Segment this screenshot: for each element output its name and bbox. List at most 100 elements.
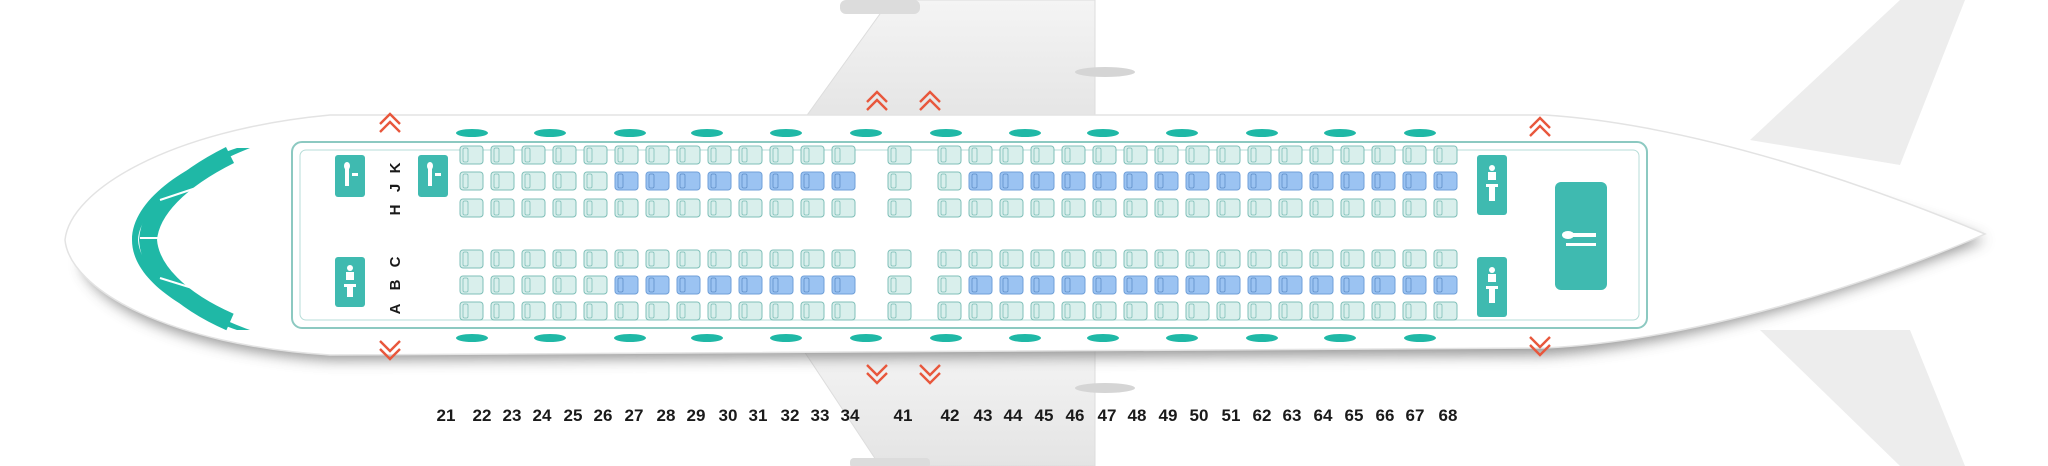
seat[interactable] (1185, 301, 1210, 321)
seat[interactable] (1123, 249, 1148, 269)
seat[interactable] (614, 301, 639, 321)
seat[interactable] (1247, 249, 1272, 269)
seat[interactable] (1433, 145, 1458, 165)
seat[interactable] (1216, 275, 1241, 295)
seat[interactable] (887, 198, 912, 218)
seat[interactable] (769, 301, 794, 321)
seat[interactable] (1154, 171, 1179, 191)
seat[interactable] (1185, 198, 1210, 218)
seat[interactable] (614, 275, 639, 295)
seat[interactable] (1185, 249, 1210, 269)
seat[interactable] (1061, 275, 1086, 295)
seat[interactable] (583, 249, 608, 269)
seat[interactable] (1309, 145, 1334, 165)
seat[interactable] (676, 198, 701, 218)
seat[interactable] (1092, 145, 1117, 165)
seat[interactable] (1092, 275, 1117, 295)
seat[interactable] (1371, 301, 1396, 321)
seat[interactable] (1340, 301, 1365, 321)
seat[interactable] (1061, 198, 1086, 218)
seat[interactable] (769, 275, 794, 295)
seat[interactable] (1278, 198, 1303, 218)
seat[interactable] (490, 275, 515, 295)
seat[interactable] (1340, 249, 1365, 269)
seat[interactable] (1371, 275, 1396, 295)
seat[interactable] (1154, 198, 1179, 218)
seat[interactable] (1123, 198, 1148, 218)
seat[interactable] (676, 171, 701, 191)
seat[interactable] (1278, 275, 1303, 295)
seat[interactable] (552, 171, 577, 191)
seat[interactable] (1030, 145, 1055, 165)
seat[interactable] (769, 171, 794, 191)
seat[interactable] (645, 198, 670, 218)
seat[interactable] (459, 198, 484, 218)
seat[interactable] (937, 198, 962, 218)
seat[interactable] (707, 171, 732, 191)
seat[interactable] (769, 249, 794, 269)
seat[interactable] (583, 301, 608, 321)
seat[interactable] (1247, 275, 1272, 295)
seat[interactable] (614, 249, 639, 269)
seat[interactable] (800, 198, 825, 218)
seat[interactable] (999, 198, 1024, 218)
seat[interactable] (707, 301, 732, 321)
seat[interactable] (831, 171, 856, 191)
seat[interactable] (1247, 301, 1272, 321)
seat[interactable] (1061, 301, 1086, 321)
seat[interactable] (1340, 171, 1365, 191)
seat[interactable] (1309, 249, 1334, 269)
seat[interactable] (459, 249, 484, 269)
seat[interactable] (1309, 171, 1334, 191)
seat[interactable] (1371, 145, 1396, 165)
seat[interactable] (1061, 145, 1086, 165)
seat[interactable] (999, 249, 1024, 269)
seat[interactable] (707, 145, 732, 165)
seat[interactable] (999, 301, 1024, 321)
seat[interactable] (1309, 198, 1334, 218)
seat[interactable] (1216, 301, 1241, 321)
seat[interactable] (968, 249, 993, 269)
seat[interactable] (552, 145, 577, 165)
seat[interactable] (999, 171, 1024, 191)
seat[interactable] (738, 145, 763, 165)
seat[interactable] (1154, 249, 1179, 269)
seat[interactable] (645, 145, 670, 165)
seat[interactable] (831, 198, 856, 218)
seat[interactable] (937, 275, 962, 295)
seat[interactable] (1402, 171, 1427, 191)
seat[interactable] (1340, 275, 1365, 295)
seat[interactable] (645, 171, 670, 191)
seat[interactable] (521, 198, 546, 218)
seat[interactable] (968, 301, 993, 321)
seat[interactable] (1433, 275, 1458, 295)
seat[interactable] (490, 301, 515, 321)
seat[interactable] (676, 301, 701, 321)
seat[interactable] (676, 249, 701, 269)
seat[interactable] (521, 249, 546, 269)
seat[interactable] (1247, 198, 1272, 218)
seat[interactable] (1030, 275, 1055, 295)
seat[interactable] (1185, 145, 1210, 165)
seat[interactable] (831, 249, 856, 269)
seat[interactable] (1216, 198, 1241, 218)
seat[interactable] (614, 171, 639, 191)
seat[interactable] (769, 198, 794, 218)
seat[interactable] (738, 275, 763, 295)
seat[interactable] (1371, 198, 1396, 218)
seat[interactable] (676, 145, 701, 165)
seat[interactable] (1402, 301, 1427, 321)
seat[interactable] (459, 171, 484, 191)
seat[interactable] (968, 198, 993, 218)
seat[interactable] (1030, 249, 1055, 269)
seat[interactable] (521, 145, 546, 165)
seat[interactable] (1402, 275, 1427, 295)
seat[interactable] (490, 171, 515, 191)
seat[interactable] (1092, 198, 1117, 218)
seat[interactable] (1247, 145, 1272, 165)
seat[interactable] (1216, 145, 1241, 165)
seat[interactable] (769, 145, 794, 165)
seat[interactable] (552, 301, 577, 321)
seat[interactable] (1216, 171, 1241, 191)
seat[interactable] (1123, 301, 1148, 321)
